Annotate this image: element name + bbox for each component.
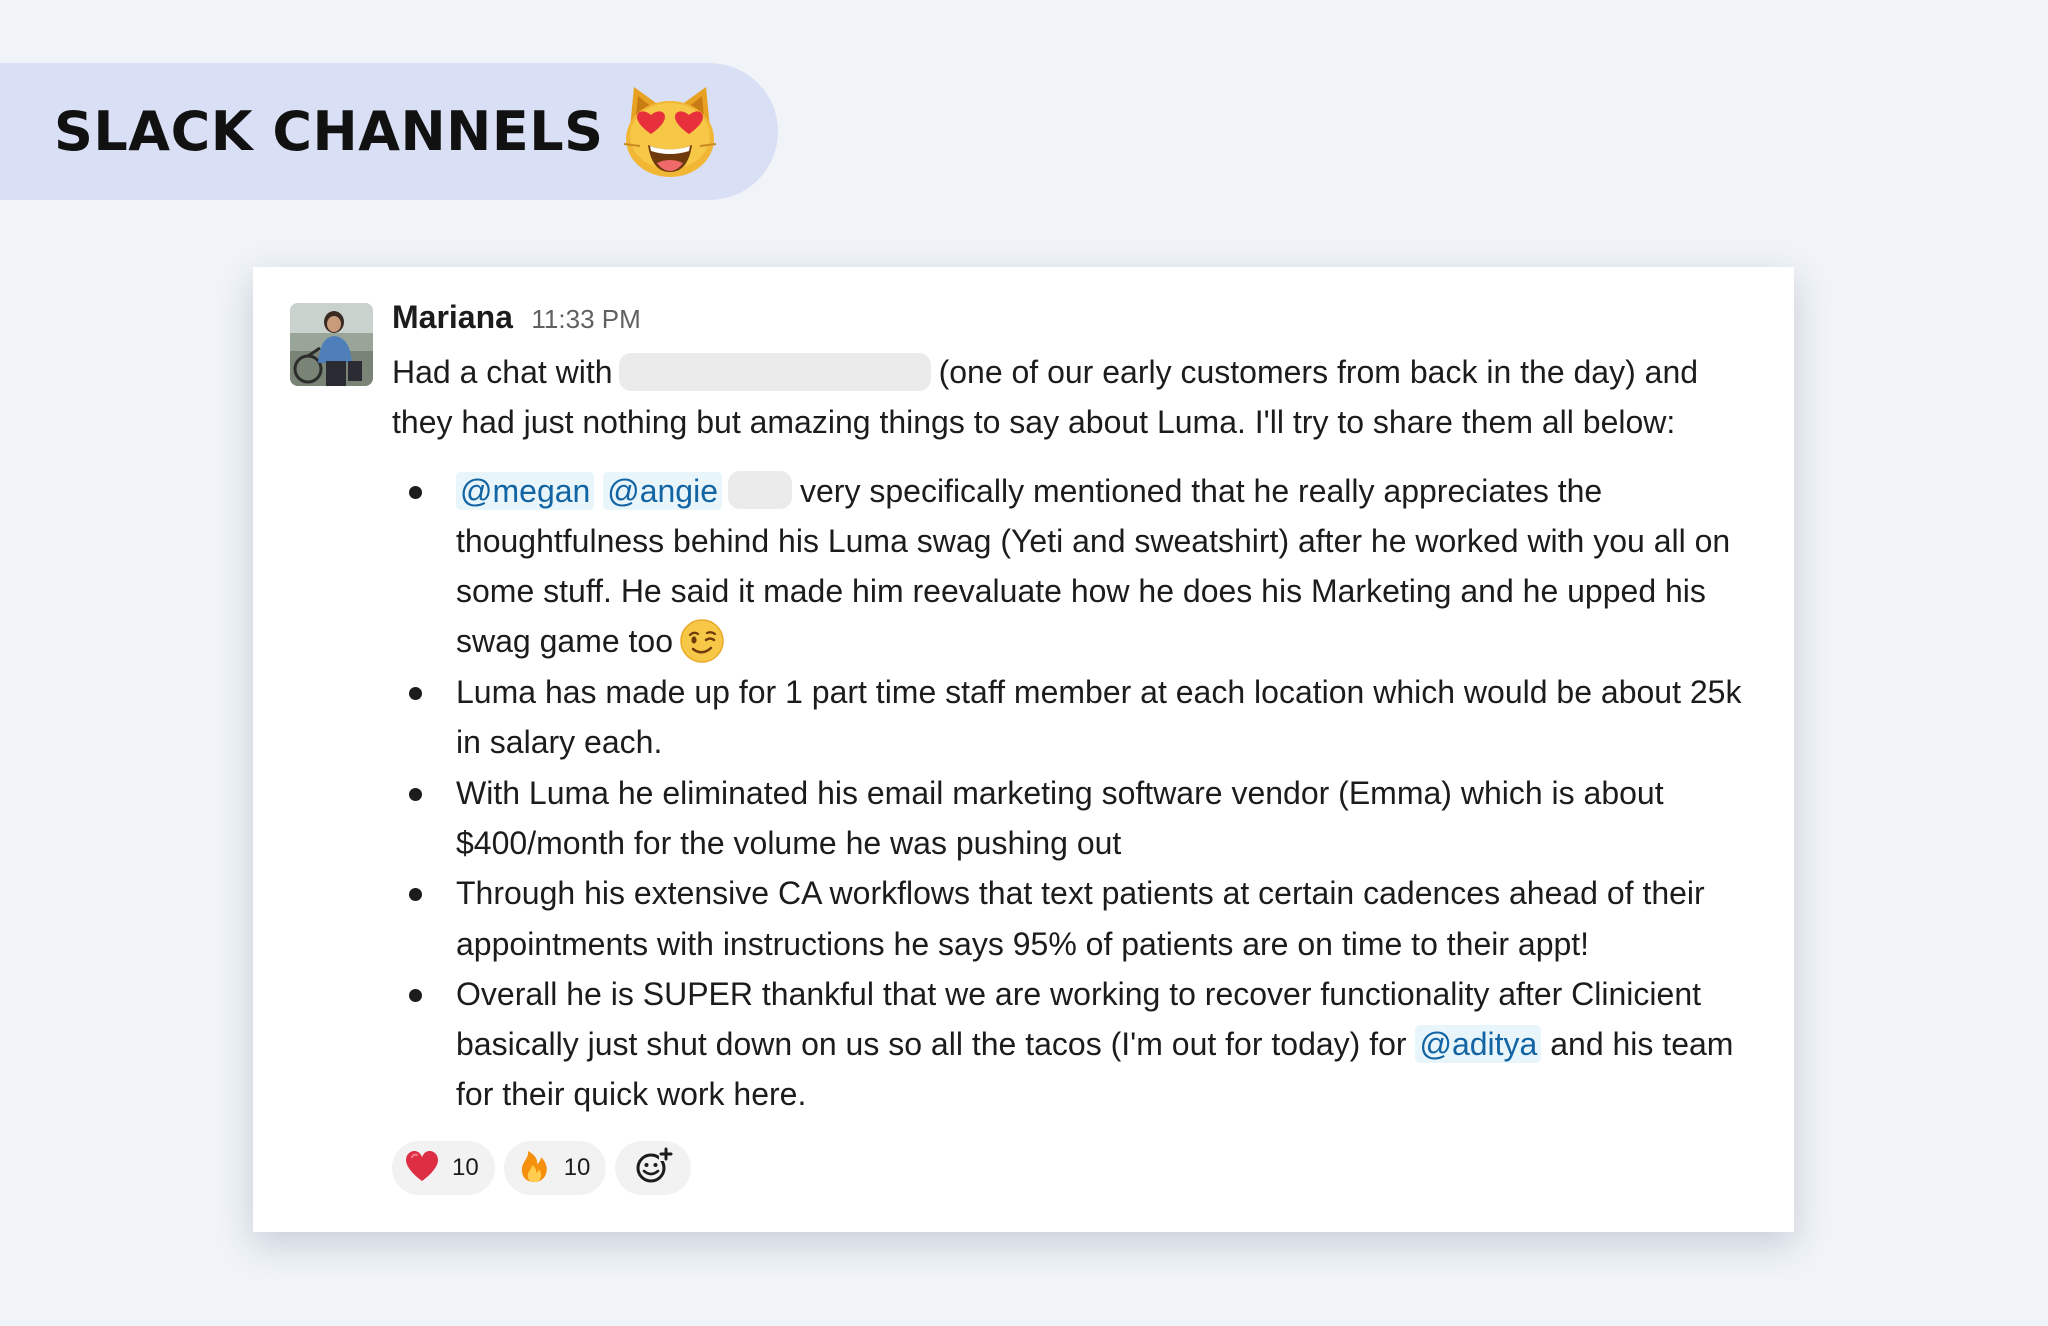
list-item: With Luma he eliminated his email market…: [392, 768, 1762, 869]
list-item: Luma has made up for 1 part time staff m…: [392, 667, 1762, 768]
mention-megan[interactable]: @megan: [456, 471, 595, 510]
avatar[interactable]: [290, 303, 373, 386]
bullet-dot: [409, 485, 422, 499]
message-header: Mariana 11:33 PM: [392, 299, 641, 339]
reaction-fire[interactable]: 10: [503, 1141, 607, 1195]
reaction-count: 10: [452, 1154, 479, 1181]
bullet-dot: [409, 787, 422, 801]
list-item-text: Through his extensive CA workflows that …: [456, 875, 1705, 962]
author-name[interactable]: Mariana: [392, 299, 513, 335]
winking-face-icon: [679, 618, 725, 664]
list-item-text: and his team for their quick work here.: [456, 1026, 1734, 1113]
message-timestamp[interactable]: 11:33 PM: [531, 304, 641, 334]
bullet-dot: [409, 888, 422, 902]
mention-aditya[interactable]: @aditya: [1415, 1025, 1542, 1064]
intro-text-start: Had a chat with: [392, 354, 613, 390]
intro-text-end: (one of our early customers from back in…: [392, 354, 1699, 441]
redacted-name: [728, 471, 792, 510]
reaction-count: 10: [563, 1154, 591, 1181]
message-intro: Had a chat with(one of our early custome…: [392, 347, 1762, 448]
add-reaction-icon: [633, 1146, 674, 1191]
list-item-text: very specifically mentioned that he real…: [456, 472, 1731, 660]
reaction-heart[interactable]: 10: [392, 1141, 495, 1195]
list-item: Through his extensive CA workflows that …: [392, 868, 1762, 969]
bullet-dot: [409, 687, 422, 701]
list-item: Overall he is SUPER thankful that we are…: [392, 969, 1762, 1120]
message-body: Had a chat with(one of our early custome…: [392, 347, 1762, 1120]
bullet-dot: [409, 988, 422, 1002]
mention-angie[interactable]: @angie: [603, 471, 722, 510]
list-item-text: Luma has made up for 1 part time staff m…: [456, 674, 1742, 761]
red-heart-icon: [404, 1148, 440, 1189]
list-item-text: Overall he is SUPER thankful that we are…: [456, 975, 1701, 1063]
redacted-customer-name: [618, 352, 931, 391]
heart-eyes-cat-icon: [620, 84, 720, 180]
list-item-text: With Luma he eliminated his email market…: [456, 774, 1664, 861]
slack-message-card: Mariana 11:33 PM Had a chat with(one of …: [253, 267, 1794, 1232]
banner-title: SLACK CHANNELS: [54, 100, 604, 163]
fire-icon: [516, 1148, 552, 1189]
reactions-bar: 10 10: [392, 1141, 692, 1195]
add-reaction-button[interactable]: [615, 1141, 692, 1195]
